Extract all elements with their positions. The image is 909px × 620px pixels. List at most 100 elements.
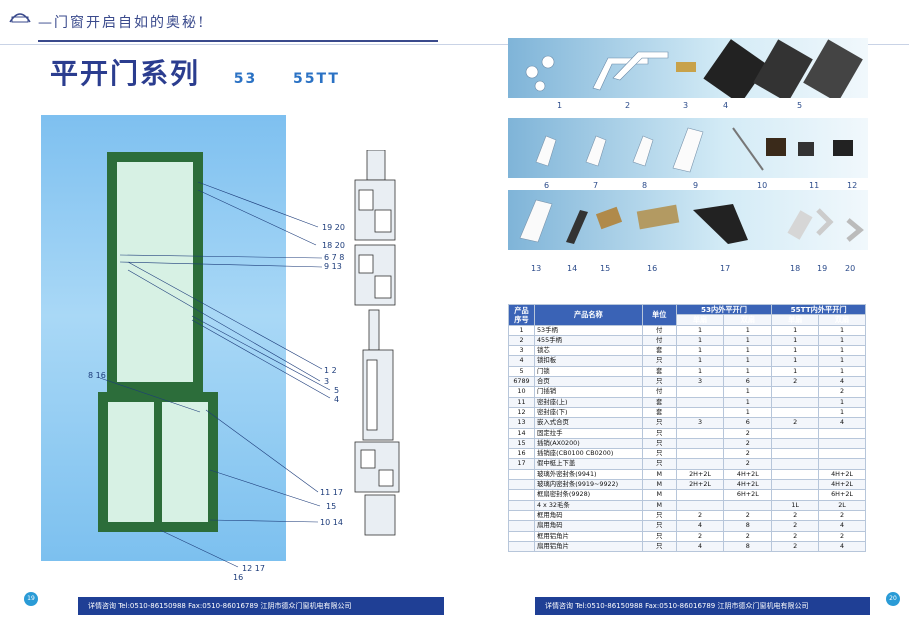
table-cell: 17 [508,458,535,470]
table-cell: 只 [641,417,677,429]
part-label-6: 6 [544,181,550,190]
table-header-row: 产品 序号 产品名称 单位 53内外平开门 55TT内外平开门 [508,303,866,326]
table-cell: 2 [818,386,866,398]
table-cell: 1 [723,345,773,357]
table-cell [675,396,725,408]
footer-left: 详情咨询 Tel:0510-86150988 Fax:0510-86016789… [78,597,444,615]
table-subheader-row: 单扇 双扇 单扇 双扇 [509,314,866,326]
table-cell: 2 [723,437,773,450]
part-label-12: 12 [847,181,858,190]
table-cell [675,448,725,460]
page-number-right: 20 [886,592,900,606]
company-logo [8,8,32,26]
table-cell: 假中梃上下盖 [533,458,643,470]
table-cell [723,499,773,511]
series-title: 平开门系列 [50,57,201,90]
table-cell: 4H+2L [818,468,866,481]
table-cell: 锁扣板 [533,355,643,367]
table-cell: M [641,479,677,491]
table-cell: 插销(AX0200) [533,437,643,450]
table-cell: 1 [771,345,820,357]
header-rule [38,40,438,42]
table-cell: 只 [641,376,677,388]
part-label-17: 17 [720,264,731,273]
table-cell: 4 [818,376,866,388]
header-rule-light [0,44,909,45]
part-label-8: 8 [642,181,648,190]
single-door-illustration [107,152,203,392]
table-cell: 玻璃内密封条(9919~9922) [533,479,643,491]
table-cell: 2H+2L [675,479,725,491]
table-cell: 1 [818,355,866,367]
table-cell: 2 [771,417,820,429]
table-cell: 8 [723,540,773,553]
table-cell: 付 [641,386,677,398]
slogan: —门窗开启自如的奥秘! [38,15,206,31]
callout-1-2: 1 2 [324,366,337,375]
part-label-3: 3 [683,101,689,110]
table-cell [675,489,725,501]
table-cell: 锁芯 [533,345,643,357]
table-cell: 5 [508,365,535,378]
table-cell: 4 [675,520,725,532]
part-label-16: 16 [647,264,658,273]
part-label-9: 9 [693,181,699,190]
hardware-photo-strip-1 [508,38,868,105]
table-cell: 13 [508,417,535,429]
page-title: 平开门系列 53 55TT [50,52,340,92]
table-cell: 8 [723,520,773,532]
table-cell: 固定拉手 [533,427,643,439]
table-cell: 套 [641,406,677,419]
callout-5: 5 [334,386,340,395]
table-cell [675,427,725,439]
model-53: 53 [233,71,258,87]
table-cell: 1 [723,406,773,419]
part-label-2: 2 [625,101,631,110]
col-header-name: 产品名称 [533,304,643,326]
table-cell: 2 [771,520,820,532]
table-cell [675,499,725,511]
table-cell: 3 [675,417,725,429]
col-header-no: 产品 序号 [508,304,535,326]
table-cell: 2 [723,448,773,460]
table-cell: 只 [641,458,677,470]
table-cell: 3 [675,376,725,388]
table-cell: 6H+2L [723,489,773,501]
col-header-55tt-single: 单扇 [771,314,820,326]
table-cell [508,499,535,511]
table-cell: 1 [675,345,725,357]
table-cell: 框用角码 [533,509,643,522]
page-number-left: 19 [24,592,38,606]
table-cell: 2 [771,530,820,542]
callout-4: 4 [334,395,340,404]
table-cell: M [641,468,677,481]
table-cell: 4 [818,417,866,429]
table-cell [771,406,820,419]
table-cell: 1 [508,324,535,336]
part-label-20: 20 [845,264,856,273]
part-label-13: 13 [531,264,542,273]
table-cell: 1 [723,324,773,336]
part-label-15: 15 [600,264,611,273]
table-cell [675,437,725,450]
table-cell [771,396,820,408]
table-cell: 1 [818,345,866,357]
col-header-53-double: 双扇 [723,314,773,326]
table-cell: 2 [723,427,773,439]
table-cell [818,437,866,450]
table-cell: 4 [818,540,866,553]
table-cell: 1 [723,386,773,398]
table-cell: 1 [675,324,725,336]
table-cell [508,520,535,532]
table-cell: 1 [771,334,820,347]
table-cell: 玻璃外密封条(9941) [533,468,643,481]
table-cell: 只 [641,427,677,439]
